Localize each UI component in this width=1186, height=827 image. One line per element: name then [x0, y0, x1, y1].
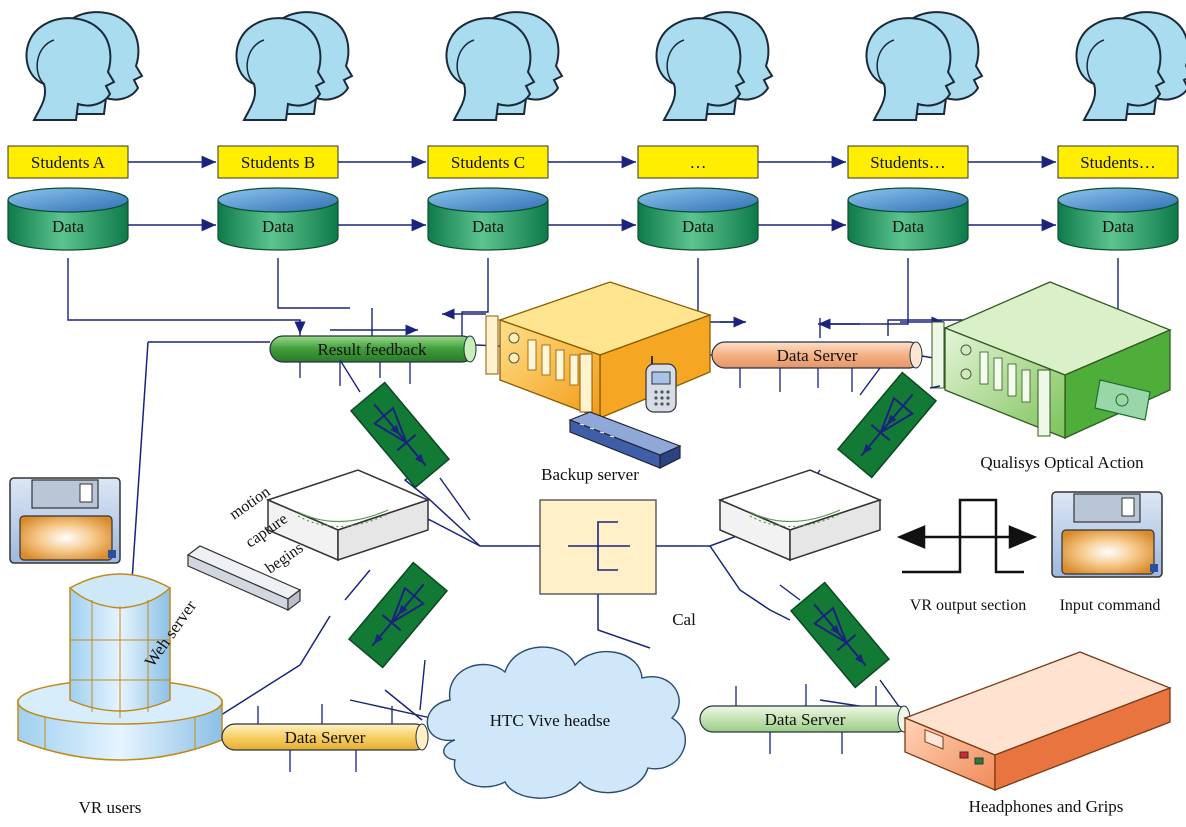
- student-box: [7, 145, 129, 179]
- headphones-label: Headphones and Grips: [969, 797, 1124, 816]
- student-box: [427, 145, 549, 179]
- student-box: [217, 145, 339, 179]
- student-group-icon: [1075, 11, 1186, 121]
- headphones-grips-device-icon: [903, 651, 1172, 791]
- phone-icon: [645, 356, 677, 413]
- vr-output-label: VR output section: [910, 597, 1026, 614]
- database-label: Data: [1102, 217, 1135, 236]
- data-server-pipe-top: Data Server: [711, 341, 923, 392]
- green-switch-nw: [837, 371, 937, 479]
- htc-vive-cloud: HTC Vive headse: [426, 646, 686, 799]
- database-row: Data Data Data Data Data Data: [7, 187, 1179, 251]
- result-feedback-pipe: Result feedback: [269, 335, 477, 386]
- student-row: Students A Students B Students C … Stude…: [7, 145, 1179, 179]
- vr-users-tower-icon: [17, 573, 223, 761]
- student-label: …: [690, 153, 707, 172]
- motion-label-line3: begins: [263, 539, 307, 577]
- data-server-pipe-left: Data Server: [221, 704, 429, 772]
- student-group-icon: [445, 11, 563, 121]
- motion-label-line1: motion: [227, 483, 274, 523]
- database-label: Data: [682, 217, 715, 236]
- data-server-label: Data Server: [765, 710, 846, 729]
- data-server-label: Data Server: [285, 728, 366, 747]
- router-right-icon: [719, 469, 881, 561]
- database-label: Data: [52, 217, 85, 236]
- floppy-disk-icon: [1051, 491, 1163, 578]
- money-icon: [1094, 379, 1151, 421]
- green-switch-sw: [790, 581, 890, 689]
- database-label: Data: [262, 217, 295, 236]
- input-command-label: Input command: [1060, 597, 1161, 614]
- cal-hub: [539, 499, 657, 595]
- qualisys-label: Qualisys Optical Action: [980, 453, 1144, 472]
- vr-output-icon: [896, 498, 1038, 574]
- student-label: Students A: [31, 153, 106, 172]
- qualisys-server-icon: [931, 281, 1172, 440]
- student-box: [847, 145, 969, 179]
- student-group-icon: [235, 11, 353, 121]
- floppy-disk-icon: [9, 477, 121, 564]
- student-box: [1057, 145, 1179, 179]
- students-heads: [25, 11, 1186, 121]
- student-group-icon: [25, 11, 143, 121]
- vr-users-label: VR users: [79, 798, 142, 817]
- result-feedback-label: Result feedback: [317, 340, 427, 359]
- backup-server-label: Backup server: [541, 465, 639, 484]
- database-label: Data: [472, 217, 505, 236]
- green-switch-ne: [350, 381, 450, 489]
- student-group-icon: [655, 11, 773, 121]
- backup-switch-icon: [568, 411, 682, 469]
- student-label: Students B: [241, 153, 315, 172]
- student-group-icon: [865, 11, 983, 121]
- cal-label: Cal: [672, 610, 696, 629]
- web-server-switch-icon: [186, 545, 302, 612]
- student-label: Students…: [1080, 153, 1156, 172]
- cloud-label: HTC Vive headse: [490, 711, 610, 730]
- student-label: Students…: [870, 153, 946, 172]
- data-server-pipe-right: Data Server: [699, 684, 911, 754]
- database-label: Data: [892, 217, 925, 236]
- data-server-label: Data Server: [777, 346, 858, 365]
- student-label: Students C: [451, 153, 525, 172]
